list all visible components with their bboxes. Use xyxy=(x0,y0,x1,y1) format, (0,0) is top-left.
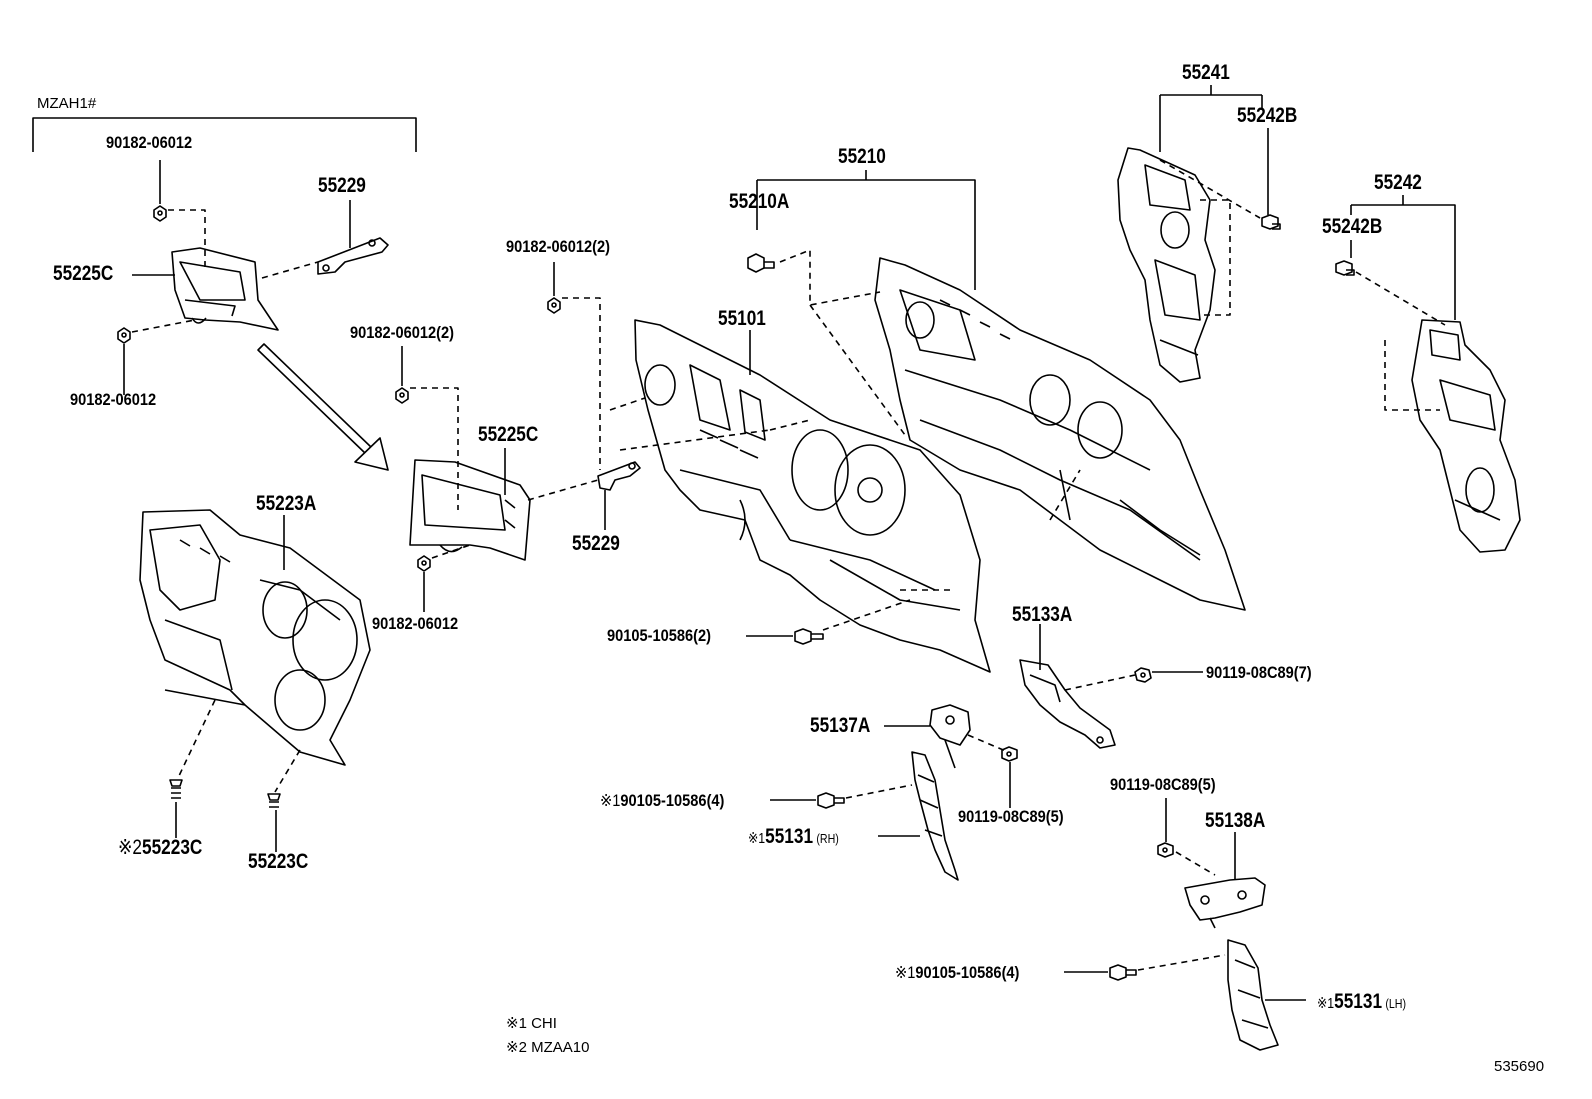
clip-55223c-left-icon xyxy=(169,779,183,799)
part-label-55229-b: 55229 xyxy=(572,532,620,555)
part-label-55223c-a: ※255223C xyxy=(118,836,203,859)
part-label-55225c-a: 55225C xyxy=(53,262,114,285)
part-label-90182-06012-b: 90182-06012 xyxy=(70,390,157,409)
part-label-55137a: 55137A xyxy=(810,714,871,737)
bracket-55229-upper-icon xyxy=(317,237,389,275)
bolt-90105-2-icon xyxy=(794,628,824,645)
part-label-55210a: 55210A xyxy=(729,190,790,213)
nut-90119-7-icon xyxy=(1134,667,1152,683)
silencer-55210-icon xyxy=(874,257,1246,611)
bracket-55133a-icon xyxy=(1019,659,1116,749)
part-label-90119-08c89-7: 90119-08C89(7) xyxy=(1206,663,1312,682)
part-label-55242b-b: 55242B xyxy=(1322,215,1383,238)
dash-panel-55101-icon xyxy=(634,319,991,673)
note-mark-1: ※1 xyxy=(1317,995,1335,1012)
part-label-90119-08c89-5-b: 90119-08C89(5) xyxy=(1110,775,1216,794)
part-label-55223a: 55223A xyxy=(256,492,317,515)
part-label-55210: 55210 xyxy=(838,145,886,168)
bracket-55131-lh-icon xyxy=(1227,939,1279,1051)
part-label-55229-a: 55229 xyxy=(318,174,366,197)
bracket-55131-rh-icon xyxy=(911,751,959,881)
diagram-id: 535690 xyxy=(1494,1058,1545,1075)
footnote-1: ※1 CHI xyxy=(506,1015,557,1032)
heat-insulator-55225c-upper-icon xyxy=(171,247,279,331)
nut-90119-5-lower-icon xyxy=(1157,842,1174,858)
dash-panel-silencer-55241-icon xyxy=(1117,147,1216,383)
silencer-55223a-icon xyxy=(139,509,371,766)
clip-55223c-right-icon xyxy=(267,793,281,808)
clip-55210a-icon xyxy=(747,253,775,273)
part-label-55131-rh: ※155131(RH) xyxy=(748,825,839,848)
part-label-90105-10586-4-rh: ※190105-10586(4) xyxy=(600,791,725,810)
part-label-55131-lh: ※155131(LH) xyxy=(1317,990,1407,1013)
part-label-90119-08c89-5-a: 90119-08C89(5) xyxy=(958,807,1064,826)
part-label-90182-06012-2b: 90182-06012(2) xyxy=(350,323,455,342)
part-label-55225c-b: 55225C xyxy=(478,423,539,446)
part-label-55242: 55242 xyxy=(1374,171,1422,194)
note-mark-2: ※2 xyxy=(118,836,143,859)
clip-90182-2-lower-icon xyxy=(395,387,409,404)
clip-90182-2-upper-icon xyxy=(547,297,561,314)
part-label-55241: 55241 xyxy=(1182,61,1230,84)
clip-90182-mid-left-icon xyxy=(117,327,131,344)
bracket-55137a-icon xyxy=(929,704,971,769)
direction-arrow-icon xyxy=(257,343,389,471)
model-bracket xyxy=(32,117,417,152)
bolt-55242b-upper-icon xyxy=(1261,214,1281,230)
part-label-90182-06012-2a: 90182-06012(2) xyxy=(506,237,611,256)
part-label-90182-06012-a: 90182-06012 xyxy=(106,133,193,152)
model-code-label: MZAH1# xyxy=(37,95,97,112)
bracket-55229-lower-icon xyxy=(597,461,641,491)
note-mark-1: ※1 xyxy=(600,791,621,810)
clip-90182-top-left-icon xyxy=(153,205,167,222)
part-label-55223c-b: 55223C xyxy=(248,850,309,873)
part-label-90182-06012-c: 90182-06012 xyxy=(372,614,459,633)
heat-insulator-55225c-lower-icon xyxy=(409,459,531,561)
note-mark-1: ※1 xyxy=(895,963,916,982)
bolt-90105-4-lh-icon xyxy=(1109,964,1137,981)
part-label-90105-10586-4-lh: ※190105-10586(4) xyxy=(895,963,1020,982)
part-label-55133a: 55133A xyxy=(1012,603,1073,626)
part-label-55242b-a: 55242B xyxy=(1237,104,1298,127)
nut-90119-5-upper-icon xyxy=(1001,746,1018,762)
part-label-55138a: 55138A xyxy=(1205,809,1266,832)
dash-panel-silencer-55242-icon xyxy=(1411,319,1521,553)
part-label-90105-10586-2: 90105-10586(2) xyxy=(607,626,712,645)
clip-90182-lower-left-icon xyxy=(417,555,431,572)
footnote-2: ※2 MZAA10 xyxy=(506,1039,590,1056)
bolt-55242b-lower-icon xyxy=(1335,260,1355,276)
part-label-55101: 55101 xyxy=(718,307,766,330)
note-mark-1: ※1 xyxy=(748,830,766,847)
bolt-90105-4-rh-icon xyxy=(817,792,845,809)
bracket-55138a-icon xyxy=(1184,877,1266,929)
